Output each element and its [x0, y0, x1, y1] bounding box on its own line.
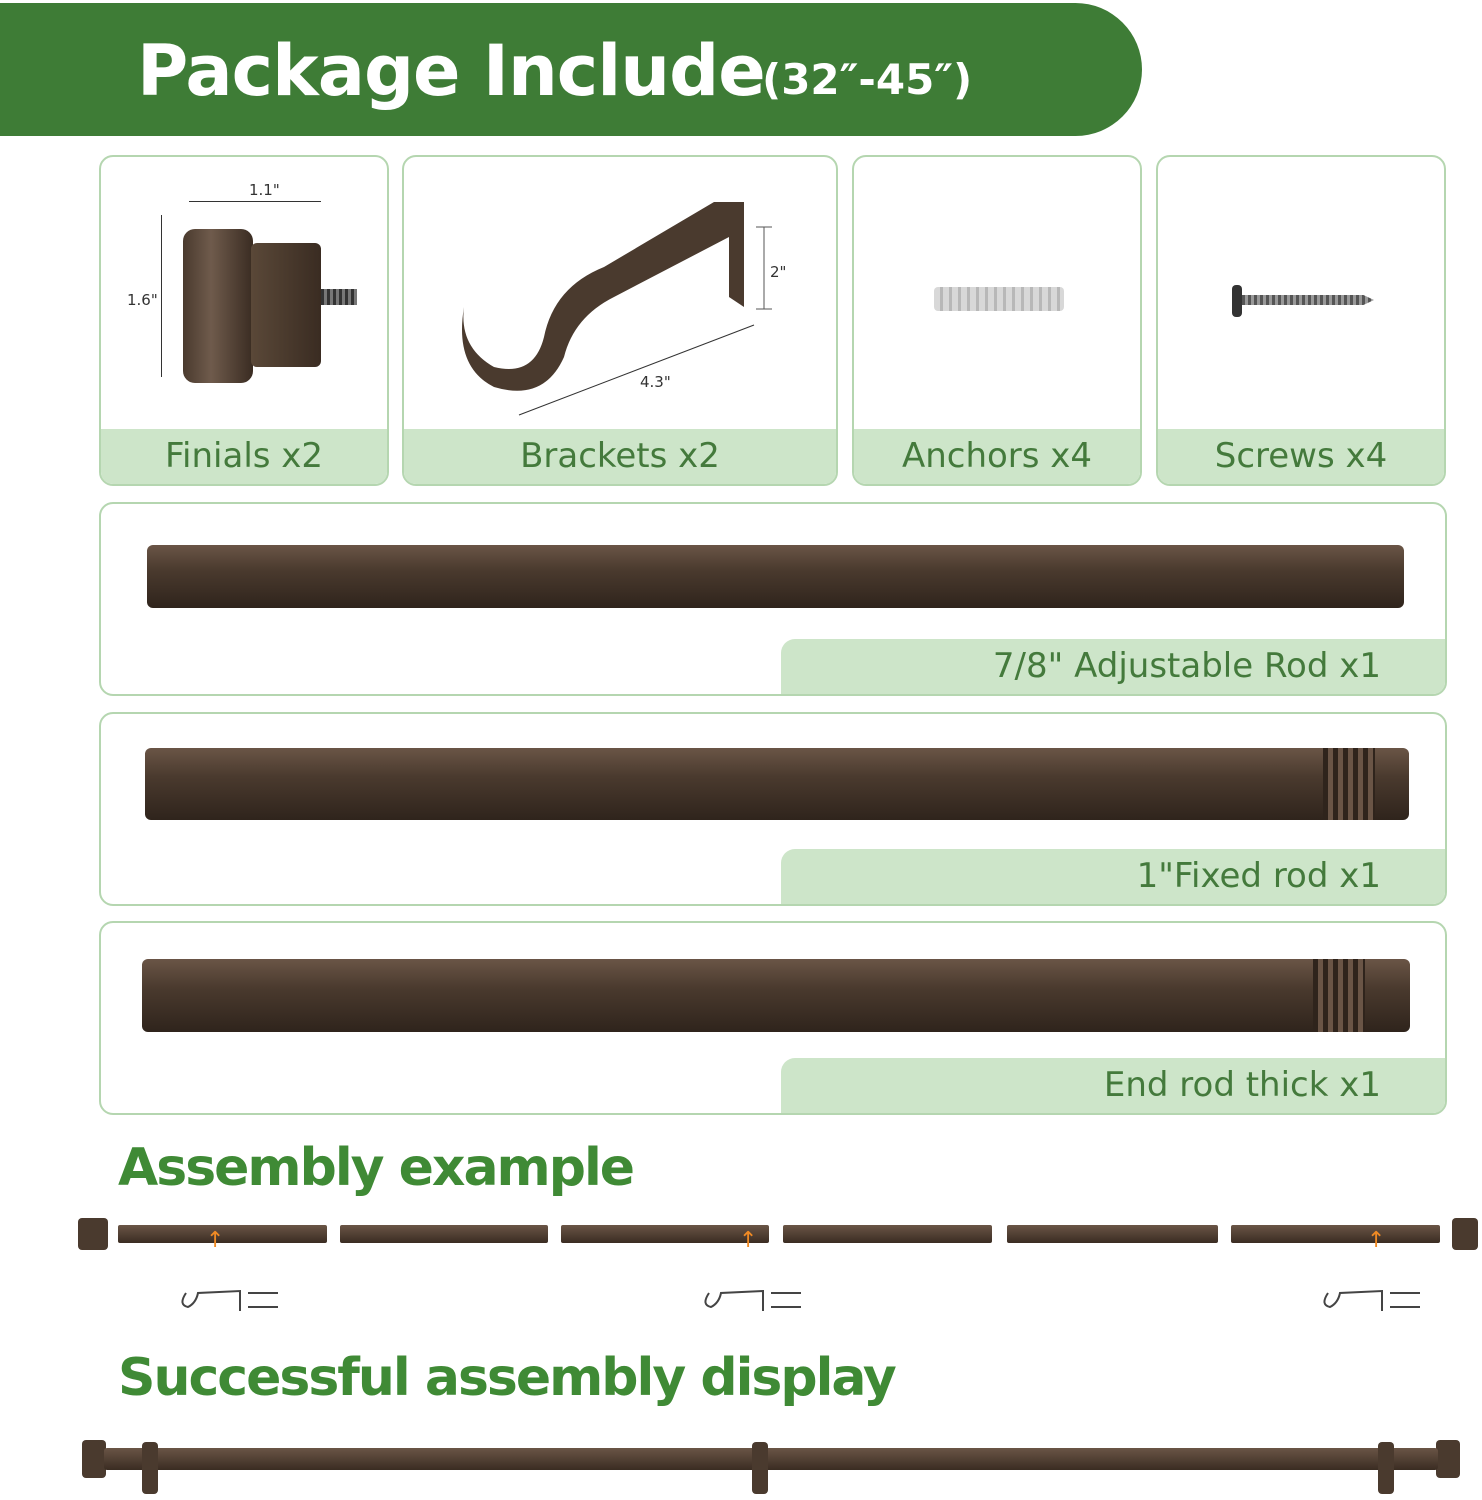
- end-rod-icon: [142, 959, 1410, 1032]
- finial-width: 1.1": [249, 181, 280, 199]
- finial-icon: [82, 1440, 106, 1478]
- bracket-icon: [181, 1289, 278, 1311]
- finial-height: 1.6": [127, 291, 158, 309]
- rod-segment: [340, 1225, 548, 1243]
- fixed-rod-icon: [145, 748, 1409, 820]
- arrow-up-icon: ↑: [206, 1228, 225, 1253]
- arrow-up-icon: ↑: [1367, 1228, 1386, 1253]
- assembly-heading: Assembly example: [118, 1138, 635, 1198]
- bracket-icon: [142, 1442, 158, 1494]
- part-label: Brackets x2: [404, 429, 836, 484]
- display-heading: Successful assembly display: [118, 1348, 897, 1408]
- bracket-icon: [1323, 1289, 1420, 1311]
- header-banner: [0, 3, 1142, 136]
- rod-segment: [561, 1225, 769, 1243]
- part-card-screws: Screws x4: [1156, 155, 1446, 486]
- bracket-icon: [704, 1289, 801, 1311]
- rod-label: 1"Fixed rod x1: [781, 849, 1445, 904]
- rod-segment: [1007, 1225, 1218, 1243]
- page-title: Package Include: [137, 30, 766, 112]
- part-label: Screws x4: [1158, 429, 1444, 484]
- bracket-height: 2": [770, 263, 787, 281]
- rod-label: End rod thick x1: [781, 1058, 1445, 1113]
- adjustable-rod-icon: [147, 545, 1404, 608]
- part-card-brackets: 2" 4.3" Brackets x2: [402, 155, 838, 486]
- screw-icon: [1232, 285, 1242, 317]
- size-range: (32″-45″): [762, 55, 973, 104]
- finial-icon: [1452, 1218, 1478, 1250]
- bracket-icon: [1378, 1442, 1394, 1494]
- rod-label: 7/8" Adjustable Rod x1: [781, 639, 1445, 694]
- bracket-length: 4.3": [640, 373, 671, 391]
- bracket-icon: [462, 202, 772, 416]
- assembled-rod-icon: [104, 1448, 1438, 1470]
- rod-segment: [118, 1225, 327, 1243]
- finial-icon: [78, 1218, 108, 1250]
- anchor-icon: [934, 287, 1064, 311]
- part-label: Finials x2: [101, 429, 387, 484]
- part-card-anchors: Anchors x4: [852, 155, 1142, 486]
- arrow-up-icon: ↑: [739, 1228, 758, 1253]
- rod-card-adjustable: 7/8" Adjustable Rod x1: [99, 502, 1447, 696]
- rod-segment: [783, 1225, 992, 1243]
- rod-card-fixed: 1"Fixed rod x1: [99, 712, 1447, 906]
- finial-icon: [1436, 1440, 1460, 1478]
- rod-segment: [1231, 1225, 1440, 1243]
- bracket-icon: [752, 1442, 768, 1494]
- finial-icon: [183, 229, 253, 383]
- part-card-finials: 1.1" 1.6" Finials x2: [99, 155, 389, 486]
- rod-card-end: End rod thick x1: [99, 921, 1447, 1115]
- part-label: Anchors x4: [854, 429, 1140, 484]
